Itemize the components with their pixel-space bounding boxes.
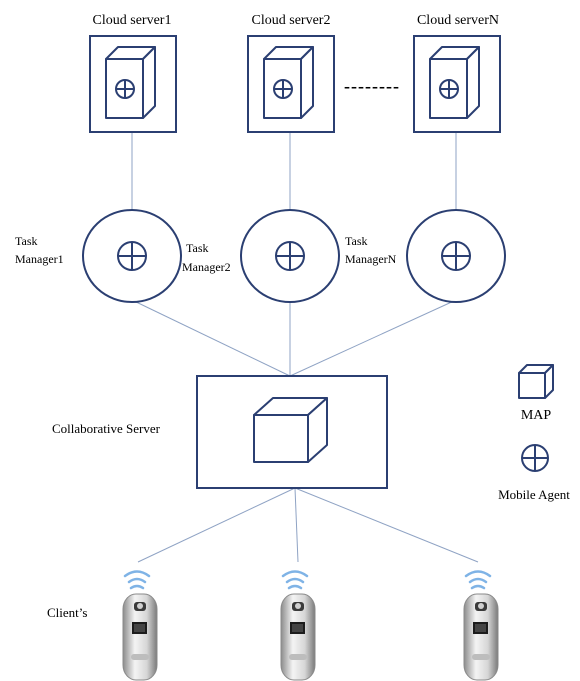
circle-plus-icon	[439, 79, 459, 99]
cube-icon	[518, 364, 554, 399]
ellipsis-dashes: --------	[344, 76, 400, 96]
mobile-phone-icon	[463, 593, 499, 681]
circle-plus-icon	[115, 79, 135, 99]
circle-plus-icon	[273, 79, 293, 99]
task-manager-3: Task ManagerN	[345, 209, 506, 303]
legend-map-label: MAP	[521, 408, 552, 423]
task-manager-1: Task Manager1	[15, 209, 182, 303]
task-manager-label-line2: Manager2	[182, 260, 231, 274]
task-manager-2: Task Manager2	[182, 209, 340, 303]
cloud-server-label: Cloud server2	[252, 13, 331, 28]
cloud-server-n: Cloud serverN	[413, 13, 501, 133]
task-manager-label-line1: Task	[186, 241, 209, 255]
legend: MAP Mobile Agent	[498, 364, 570, 502]
circle-plus-icon	[441, 241, 471, 271]
link-manager3-collab	[289, 299, 457, 377]
wifi-signal-icon	[464, 570, 492, 590]
circle-plus-icon	[521, 444, 549, 472]
task-manager-label-line2: ManagerN	[345, 252, 397, 266]
collaborative-server: Collaborative Server	[52, 375, 388, 489]
task-manager-label-line1: Task	[345, 234, 368, 248]
connection-lines	[131, 132, 479, 563]
cloud-servers: Cloud server1 Cloud server2	[89, 13, 501, 133]
link-collab-client1	[137, 487, 296, 563]
cloud-server-2: Cloud server2	[247, 13, 335, 133]
wifi-signal-icon	[281, 570, 309, 590]
task-managers: Task Manager1 Task Manager2 Task Manager…	[15, 209, 506, 303]
task-manager-label-line2: Manager1	[15, 252, 64, 266]
client-phone-1	[122, 570, 158, 681]
link-collab-client3	[294, 487, 479, 563]
cube-icon	[263, 46, 314, 119]
cloud-server-label: Cloud server1	[93, 13, 172, 28]
legend-agent-label: Mobile Agent	[498, 487, 570, 502]
collaborative-server-label: Collaborative Server	[52, 421, 161, 436]
cloud-server-1: Cloud server1	[89, 13, 177, 133]
wifi-signal-icon	[123, 570, 151, 590]
client-phone-2	[280, 570, 316, 681]
mobile-phone-icon	[122, 593, 158, 681]
link-manager1-collab	[131, 299, 291, 377]
clients-label: Client’s	[47, 605, 87, 620]
link-collab-client2	[294, 487, 299, 563]
circle-plus-icon	[117, 241, 147, 271]
circle-plus-icon	[275, 241, 305, 271]
client-phone-3	[463, 570, 499, 681]
task-manager-label-line1: Task	[15, 234, 38, 248]
cube-icon	[105, 46, 156, 119]
mobile-phone-icon	[280, 593, 316, 681]
cube-icon	[253, 397, 328, 463]
cloud-server-label: Cloud serverN	[417, 13, 499, 28]
cube-icon	[429, 46, 480, 119]
